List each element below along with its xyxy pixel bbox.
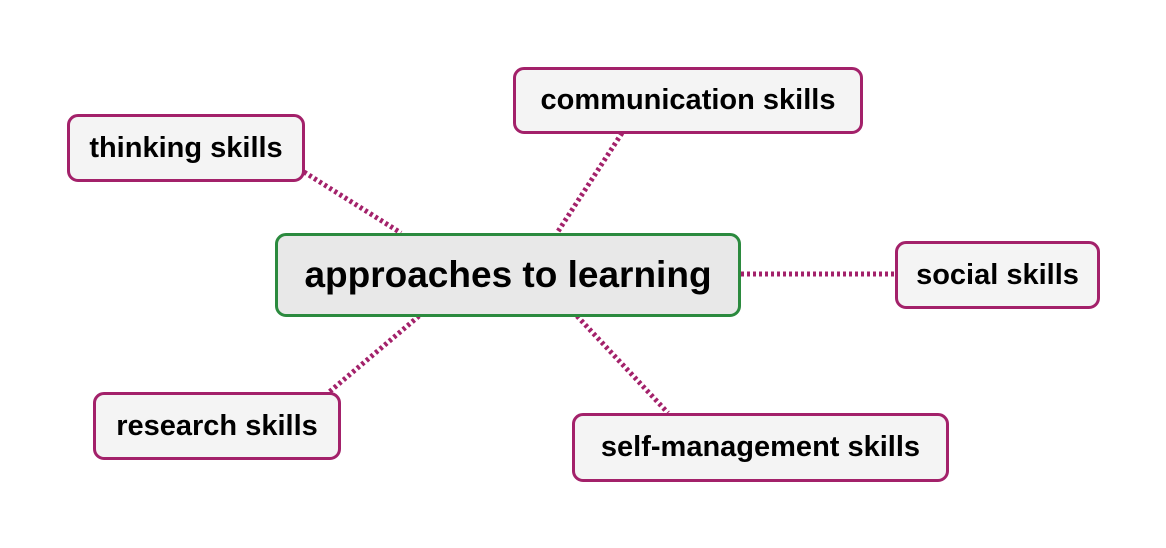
central-node-label: approaches to learning [304, 254, 712, 295]
link-self-management [575, 314, 670, 415]
node-label: research skills [116, 409, 318, 442]
link-research [326, 314, 421, 395]
node-communication-skills[interactable]: communication skills [513, 67, 863, 134]
link-communication [554, 131, 625, 235]
node-label: thinking skills [89, 131, 283, 164]
central-node[interactable]: approaches to learning [275, 233, 741, 317]
node-research-skills[interactable]: research skills [93, 392, 341, 460]
node-label: social skills [916, 258, 1079, 291]
node-thinking-skills[interactable]: thinking skills [67, 114, 305, 182]
node-self-management-skills[interactable]: self-management skills [572, 413, 949, 482]
node-social-skills[interactable]: social skills [895, 241, 1100, 309]
link-thinking [302, 169, 403, 236]
node-label: communication skills [540, 84, 836, 116]
node-label: self-management skills [600, 431, 921, 463]
